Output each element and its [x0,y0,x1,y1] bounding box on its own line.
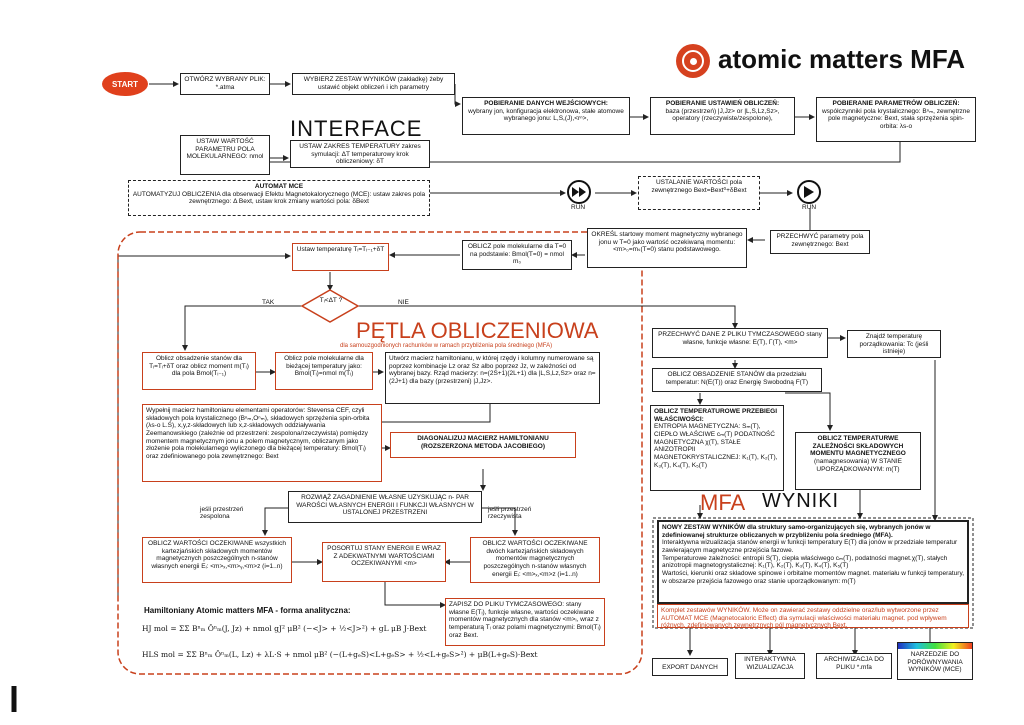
archive-button[interactable]: ARCHIWIZACJA DO PLIKU *.mfa [816,653,892,679]
input-data-node: POBIERANIE DANYCH WEJŚCIOWYCH: wybrany j… [462,97,630,135]
sort-node: POSORTUJ STANY ENERGII E WRAZ Z ADEKWATN… [322,542,446,582]
settings-body: baza (przestrzeń) |J,Jz> or |L,S,Lz,Sz>,… [665,107,780,123]
start-oval[interactable]: START [102,72,148,96]
occupancy-node: Oblicz obsadzenie stanów dla Tᵢ=Tᵢ+δT or… [142,352,256,390]
results-frame [652,517,974,629]
fast-forward-icon[interactable] [567,180,591,204]
brand-title: atomic matters MFA [718,44,966,74]
auto-mce-node[interactable]: AUTOMAT MCE AUTOMATYZUJ OBLICZENIA dla o… [128,180,430,216]
mol-field-t-node: Oblicz pole molekularne dla bieżącej tem… [275,352,373,390]
find-temp-node: Znajdź temperaturę porządkowania: Tc (je… [847,330,941,358]
thermo-body: ENTROPIA MAGNETYCZNA: Sₘ(T), CIEPŁO WŁAŚ… [654,423,778,469]
run-label-2: RUN [802,204,817,211]
moment-node: OBLICZ TEMPERATURWE ZALEŻNOŚCI SKŁADOWYC… [795,432,921,490]
decision-diamond [300,289,360,323]
compare-color-bar [898,643,972,649]
auto-mce-title: AUTOMAT MCE [254,183,304,190]
params-node: POBIERANIE PARAMETRÓW OBLICZEŃ: współczy… [816,97,976,142]
new-set-line-2: Temperaturowe zależności: entropii S(T),… [662,554,948,570]
occupancy-free-node: OBLICZ OBSADZENIE STANÓW dla przedziału … [652,368,822,392]
interface-title: INTERFACE [290,116,423,141]
new-set-line-3: Wartości, kierunki oraz składowe spinowe… [662,569,965,585]
settings-title: POBIERANIE USTAWIEŃ OBLICZEŃ: [665,100,780,107]
new-set-title: NOWY ZESTAW WYNIKÓW dla struktury samo-o… [662,524,931,539]
auto-mce-body: AUTOMATYZUJ OBLICZENIA dla obserwacji Ef… [132,190,426,206]
molecular-field-node[interactable]: USTAW WARTOŚĆ PARAMETRU POLA MOLEKULARNE… [180,135,270,175]
export-button[interactable]: EXPORT DANYCH [652,658,728,676]
decision-label: Tᵢ<ΔT ? [319,297,343,304]
loop-frame [117,231,643,675]
thermo-node: OBLICZ TEMPERATUROWE PRZEBIEGI WŁAŚCIWOŚ… [650,405,784,491]
compare-button[interactable]: NARZEDZIE DO PORÓWNYWANIA WYNIKÓW (MCE) [897,642,973,680]
mfa-title: MFA [700,490,746,515]
ext-field-node: USTALANIE WARTOŚCI pola zewnętrznego Bex… [638,176,760,210]
moment-title: OBLICZ TEMPERATURWE ZALEŻNOŚCI SKŁADOWYC… [810,435,906,458]
play-icon[interactable] [797,180,821,204]
set-temp-node: Ustaw temperaturę Tᵢ=Tᵢ₋₁+δT [292,243,389,271]
input-data-title: POBIERANIE DANYCH WEJŚCIOWYCH: [484,100,608,107]
settings-node: POBIERANIE USTAWIEŃ OBLICZEŃ: baza (prze… [650,97,795,135]
intercept-field-node: PRZECHWYĆ parametry pola zewnętrznego: B… [770,230,870,254]
complex-label: jeśli przestrzeń zespolona [200,506,244,520]
init-moment-node: OKREŚL startowy moment magnetyczny wybra… [587,228,747,268]
mol-field-t0-node: OBLICZ pole molekularne dla T=0 na podst… [462,240,572,270]
formula-lsmol: HLS mol = ΣΣ Bⁿₘ Ôⁿₘ(L, Lz) + λL·S + nmo… [142,650,538,659]
expect-complex-node: OBLICZ WARTOŚCI OCZEKIWANE wszystkich ka… [142,537,292,583]
open-file-node[interactable]: OTWÓRZ WYBRANY PLIK: *.atma [180,73,270,95]
hamilton-title: Hamiltoniany Atomic matters MFA - forma … [144,606,351,615]
new-set-node: NOWY ZESTAW WYNIKÓW dla struktury samo-o… [657,520,969,604]
loop-title: PĘTLA OBLICZENIOWA [356,318,599,343]
temp-range-node[interactable]: USTAW ZAKRES TEMPERATURY zakres symulacj… [290,140,430,168]
loop-subtitle: dla samouzgodnionych rachunków w ramach … [340,343,553,349]
eigen-node: ROZWIĄŻ ZAGADNIENIE WŁASNE UZYSKUJĄC n- … [288,491,482,523]
complete-note: Komplet zestawów WYNIKÓW. Może on zawier… [657,604,969,628]
moment-body: (namagnesowania) W STANIE UPORZĄDKOWANYM… [813,457,903,473]
expect-real-node: OBLICZ WARTOŚCI OCZEKIWANE dwóch kartezj… [470,537,600,583]
params-title: POBIERANIE PARAMETRÓW OBLICZEŃ: [832,100,960,107]
run-label-1: RUN [571,204,586,211]
input-data-body: wybrany jon, konfiguracja elektronowa, s… [468,107,624,123]
visualize-button[interactable]: INTERAKTYWNA WIZUALIZACJA [735,653,805,679]
new-set-line-1: Interaktywna wizualizacja stanów energii… [662,539,958,554]
save-temp-node: ZAPISZ DO PLIKU TYMCZASOWEGO: stany włas… [445,598,605,646]
intercept-data-node: PRZECHWYĆ DANE Z PLIKU TYMCZASOWEGO stan… [652,328,828,358]
wyniki-title: WYNIKI [762,490,840,512]
real-label: jeśli przestrzeń rzeczywista [488,506,532,520]
thermo-title: OBLICZ TEMPERATUROWE PRZEBIEGI WŁAŚCIWOŚ… [654,408,778,423]
choose-set-node[interactable]: WYBIERZ ZESTAW WYNIKÓW (zakładkę) żeby u… [292,73,455,95]
tak-label: TAK [262,299,275,306]
matrix-create-node: Utwórz macierz hamiltonianu, w której rz… [385,352,600,404]
compare-label: NARZEDZIE DO PORÓWNYWANIA WYNIKÓW (MCE) [907,651,963,674]
params-body: współczynniki pola krystalicznego: Bⁿₘ, … [821,107,971,130]
formula-jmol: HJ mol = ΣΣ Bⁿₘ Ôⁿₘ(J, Jz) + nmol gJ² μB… [142,624,427,633]
diagonalize-node: DIAGONALIZUJ MACIERZ HAMILTONIANU (ROZSZ… [390,432,576,458]
fill-matrix-node: Wypełnij macierz hamiltonianu elementami… [142,404,382,482]
nie-label: NIE [398,299,409,306]
logo-icon [676,44,710,78]
